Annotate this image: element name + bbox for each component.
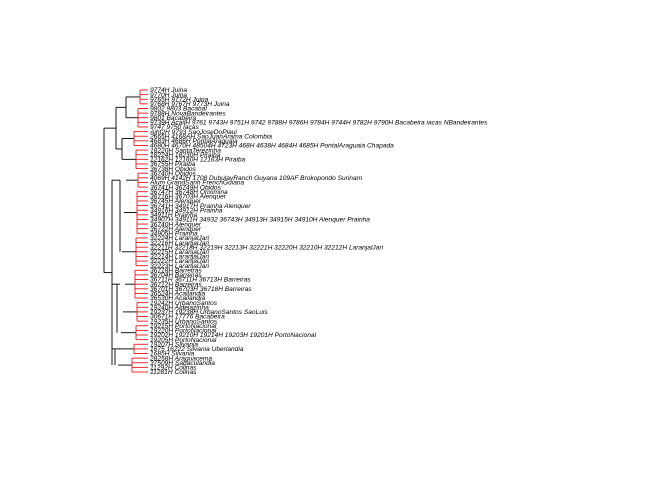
tip-label: 32216H LaranjalJari: [150, 240, 210, 247]
tip-label: 19220H PortoNacional: [150, 328, 217, 335]
tip-label: 32214H LaranjalJari: [150, 254, 210, 261]
tip-label: 36716H 36703H Alenquer: [150, 194, 227, 201]
tip-label: 19235H UrbanoSantos: [150, 318, 218, 325]
tip-label: 9747 9750 Iacas: [150, 124, 199, 131]
tip-label: 9788H NovaBandeirantes: [150, 110, 226, 117]
tip-label: 4680H 4670H 48504H 4723H 468H 4638H 4684…: [150, 143, 394, 150]
tip-label: 36722H Alenquer: [150, 226, 202, 233]
tip-label: 34911H Prainha: [150, 212, 197, 219]
tip-label: 36745H Alenquer: [150, 198, 202, 205]
tip-label: 9739H AcailH 9761 9743H 9751H 9742 9788H…: [150, 120, 488, 127]
tip-label: 2665H 4168AH SaoJuanArama Colombia: [149, 133, 272, 140]
tip-label: 36712H Barreiras: [150, 281, 202, 288]
tip-label: 32215H LaranjalJari: [150, 249, 210, 256]
tip-label: 36704H Barreiras: [150, 272, 202, 279]
tip-label: 9801 Bacabeira: [150, 115, 197, 122]
tip-label: 36530H Acailandia: [150, 295, 205, 302]
tip-label: 9770H Juina: [150, 92, 187, 99]
tip-label: 32224H LaranjalJari: [150, 235, 210, 242]
tip-label: 11292H Colinas: [150, 365, 197, 372]
tip-label: 34907H 34911H 34932 36743H 34913H 34915H…: [150, 217, 370, 224]
tip-label: 32222H LaranjalJari: [150, 258, 210, 265]
tip-label: 28258H Araguacema: [149, 355, 212, 362]
tip-label: 19242H UrbanoSantos: [150, 300, 218, 307]
tip-label: 34916H 34912H Prainha: [150, 207, 223, 214]
tip-label: 4683H 4686H PontalAraguaia: [150, 138, 238, 145]
tip-label: 34905H Prainha: [150, 231, 198, 238]
tip-label: 36711H 36711H 36713H Barreiras: [150, 277, 251, 284]
tip-label: 36755H Piraiba: [150, 161, 196, 168]
tip-label: 32223H LaranjalJari: [150, 263, 210, 270]
tip-label: 36741H 36749H Obidos: [150, 184, 221, 191]
tip-label: 36718H Barreiras: [150, 267, 202, 274]
tip-label: 36524H Acailandia: [150, 291, 205, 298]
tree-branches: [103, 96, 140, 366]
tip-label: 36738H Obidos: [150, 166, 197, 173]
tip-label: 19205H PortoNacional: [150, 337, 217, 344]
tip-label: 36741H 34917H Prainha Alenquer: [150, 203, 251, 210]
tip-label: 37509H Sabaculandia: [150, 360, 215, 367]
tip-label: 36701H 36703H 36718H Barreiras: [150, 286, 252, 293]
tip-label: 32211H 32218H 32219H 32213H 32221H 32220…: [150, 244, 384, 251]
tip-label: 12162H 12160H 12163H Piraiba: [150, 157, 246, 164]
tip-label: 4069H 4142H 1708 DubulayRanch Guyana 109…: [150, 175, 363, 182]
tip-label: 36740H Obidos: [150, 170, 197, 177]
tip-label: 19240H Aldeiazinha: [150, 304, 209, 311]
tip-label: Alum GrandSanh FrenchGuiana: [149, 180, 245, 187]
tip-label: 19237H 19238H UrbanoSantos SaoLuis: [150, 309, 268, 316]
tip-label: 19202H 19210H 19214H 19203H 19201H Porto…: [150, 332, 317, 339]
tip-label: 11281H Colinas: [150, 369, 197, 376]
tip-label: 9802 9803 Bacabal: [150, 106, 207, 113]
tip-label: 36747H 36748H Oriximina: [150, 189, 228, 196]
tip-label: 18220H SantaTerezinha: [150, 147, 221, 154]
tip-label: 36740H Alenquer: [150, 221, 202, 228]
tip-label: 9768H 9767H 9773H Juina: [150, 101, 230, 108]
tip-label: 18224H 18230H Piraiba: [150, 152, 221, 159]
tip-branches: [131, 89, 148, 373]
tip-label: 1675 16222 Silvania Uberlandia: [150, 346, 244, 353]
tip-label: 9765H 9772H Juina: [150, 96, 209, 103]
tip-label: 19207H Silvania: [150, 341, 198, 348]
tip-label: Ajhf2H 9793 SaoJoseDoPiaui: [149, 129, 237, 136]
tip-label: 19215H PortoNacional: [150, 323, 217, 330]
tip-label: 1685H Silvania: [150, 351, 195, 358]
tip-label: 30671H 17776 Bacabeira: [150, 314, 225, 321]
tip-label: 9774H Juina: [150, 87, 187, 94]
